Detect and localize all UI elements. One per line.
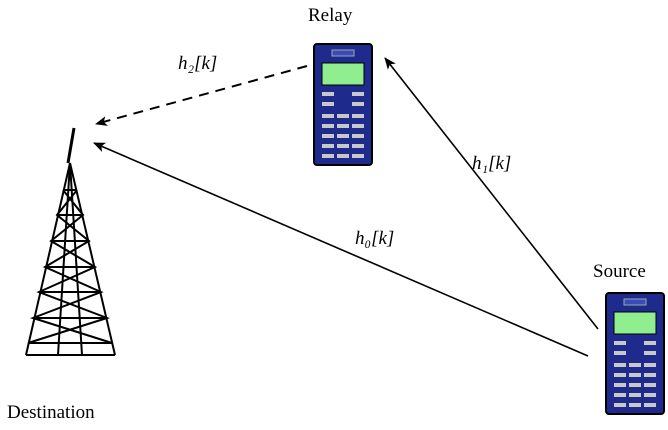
cell-tower-icon [25,127,116,356]
link-h0-arrow [93,142,589,357]
link-h2-label: h₂[k] [178,53,218,74]
link-h1-arrow [384,57,599,330]
link-h2-arrow [95,65,308,126]
source-label: Source [593,261,646,282]
link-h1-label: h₁[k] [472,153,512,174]
destination-label: Destination [7,402,95,423]
link-h0-label: h₀[k] [355,228,395,249]
relay-phone-icon [313,43,373,166]
source-phone-icon [605,292,665,415]
relay-label: Relay [308,5,353,26]
